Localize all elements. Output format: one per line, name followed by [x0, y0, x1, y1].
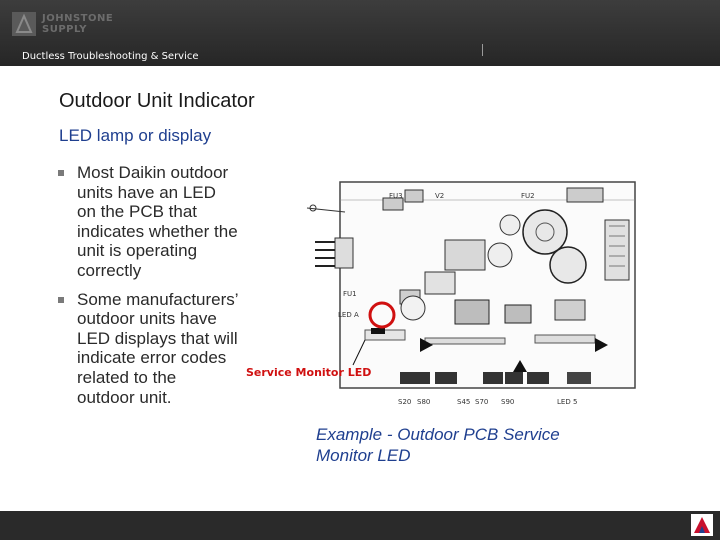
johnstone-logo: JOHNSTONE SUPPLY: [12, 12, 117, 36]
footer-bar: [0, 511, 720, 540]
label-v2: V2: [435, 192, 444, 200]
logo-text-line2: SUPPLY: [42, 24, 88, 35]
label-s80: S80: [417, 398, 430, 406]
bullet-item: Some manufacturers’ outdoor units have L…: [58, 290, 238, 408]
slide-title: Outdoor Unit Indicator: [59, 90, 255, 112]
bullet-item: Most Daikin outdoor units have an LED on…: [58, 163, 238, 281]
header-bar: JOHNSTONE SUPPLY Ductless Troubleshootin…: [0, 0, 720, 66]
logo-wordmark: JOHNSTONE SUPPLY: [42, 13, 113, 35]
logo-text-line1: JOHNSTONE: [42, 13, 114, 24]
johnstone-logo-icon: [12, 12, 36, 36]
square-bullet-icon: [58, 296, 64, 303]
johnstone-footer-logo-icon: [691, 514, 713, 536]
course-title: Ductless Troubleshooting & Service: [22, 51, 199, 62]
label-fu2: FU2: [521, 192, 535, 200]
pcb-diagram: FU3 V2 FU2 FU1 LED A S20 S80 S45 S70 S90…: [306, 181, 636, 406]
caption-line2: Monitor LED: [316, 446, 411, 465]
figure-caption: Example - Outdoor PCB Service Monitor LE…: [316, 424, 646, 466]
service-monitor-led-label: Service Monitor LED: [246, 366, 372, 379]
label-s90: S90: [501, 398, 514, 406]
label-s70: S70: [475, 398, 488, 406]
caption-line1: Example - Outdoor PCB Service: [316, 425, 560, 444]
square-bullet-icon: [58, 170, 64, 176]
label-s45: S45: [457, 398, 470, 406]
label-led-a: LED A: [338, 311, 359, 319]
label-fu1: FU1: [343, 290, 357, 298]
label-led-5: LED 5: [557, 398, 577, 406]
slide-subtitle: LED lamp or display: [59, 126, 212, 145]
label-fu3: FU3: [389, 192, 403, 200]
bullet-list: Most Daikin outdoor units have an LED on…: [58, 163, 238, 416]
header-divider: [482, 44, 483, 56]
label-s20: S20: [398, 398, 411, 406]
bullet-text: Some manufacturers’ outdoor units have L…: [77, 289, 238, 407]
bullet-text: Most Daikin outdoor units have an LED on…: [77, 163, 238, 280]
